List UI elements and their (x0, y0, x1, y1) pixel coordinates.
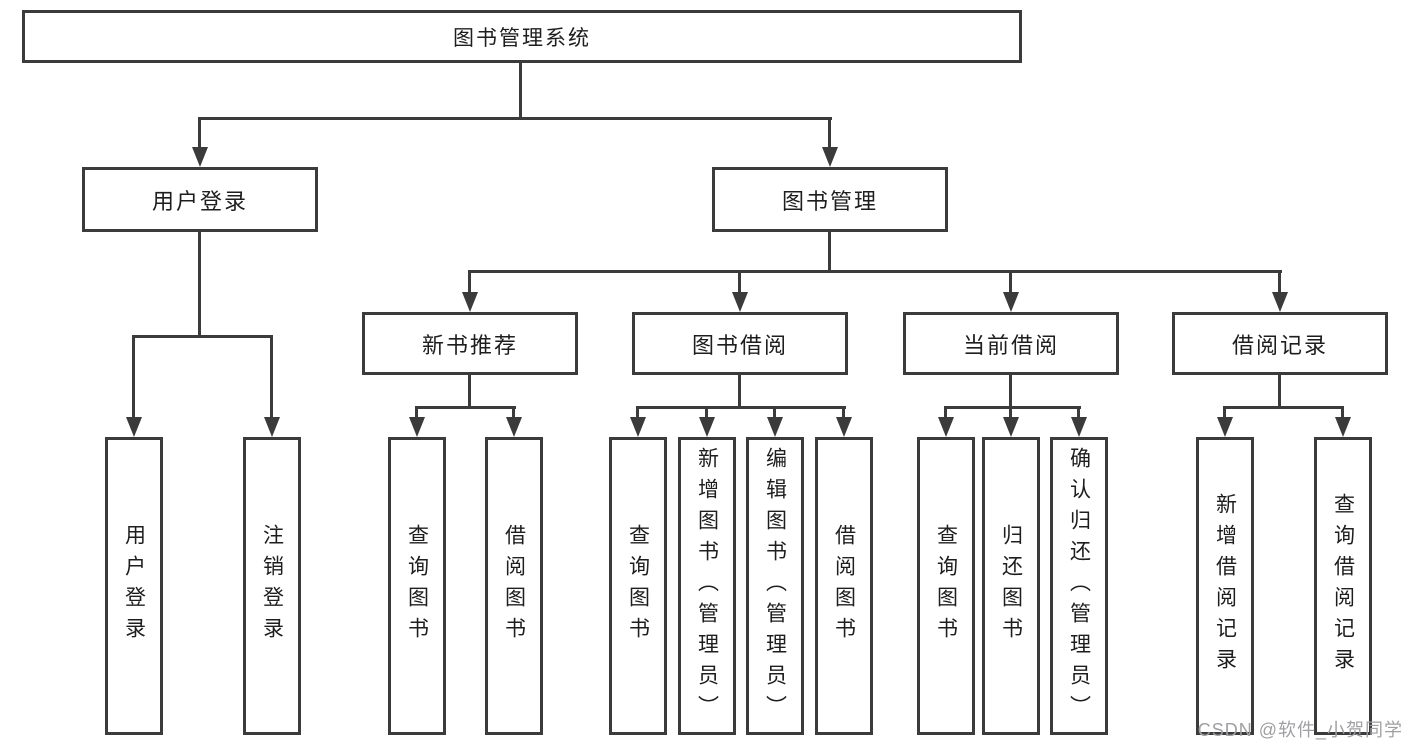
arrow-down (126, 417, 142, 437)
leaf-label: 查询借阅记录 (1331, 493, 1355, 679)
leaf-label: 查询图书 (405, 524, 429, 648)
connector-hline (944, 406, 1081, 409)
connector-stem (738, 375, 741, 408)
connector-stem (198, 232, 201, 338)
arrow-down (732, 292, 748, 312)
connector-stem (270, 335, 273, 419)
leaf-label: 新增借阅记录 (1213, 493, 1237, 679)
connector-stem (828, 232, 831, 272)
arrow-down (699, 417, 715, 437)
leaf-label: 借阅图书 (832, 524, 856, 648)
connector-stem (1278, 375, 1281, 408)
connector-root-hline (198, 117, 832, 120)
arrow-down (1217, 417, 1233, 437)
leaf-borrow-books-recommend: 借阅图书 (485, 437, 543, 735)
connector-stem (842, 406, 845, 421)
connector-hline (636, 406, 846, 409)
arrow-down (506, 417, 522, 437)
leaf-user-login: 用户登录 (105, 437, 163, 735)
node-user-login: 用户登录 (82, 167, 318, 232)
connector-hline (1223, 406, 1344, 409)
arrow-down (630, 417, 646, 437)
arrow-down (938, 417, 954, 437)
leaf-label: 注销登录 (260, 524, 284, 648)
leaf-query-books-borrow: 查询图书 (609, 437, 667, 735)
connector-stem (1223, 406, 1226, 421)
node-label: 当前借阅 (962, 332, 1059, 358)
leaf-label: 归还图书 (999, 524, 1023, 648)
connector-hline (468, 270, 1282, 273)
arrow-down (462, 292, 478, 312)
arrow-down (822, 147, 838, 167)
connector-stem (1278, 270, 1281, 296)
connector-stem (415, 406, 418, 421)
leaf-label: 借阅图书 (502, 524, 526, 648)
connector-stem (944, 406, 947, 421)
arrow-down (192, 147, 208, 167)
connector-stem (512, 406, 515, 421)
connector-root-stem (519, 62, 522, 120)
connector-stem (773, 406, 776, 421)
connector-hline (415, 406, 516, 409)
leaf-borrow-books: 借阅图书 (815, 437, 873, 735)
node-book-management: 图书管理 (712, 167, 948, 232)
leaf-query-borrow-record: 查询借阅记录 (1314, 437, 1372, 735)
node-label: 图书管理 (781, 188, 878, 214)
node-current-borrowing: 当前借阅 (903, 312, 1119, 375)
connector-stem (828, 117, 831, 151)
leaf-add-borrow-record: 新增借阅记录 (1196, 437, 1254, 735)
leaf-edit-books-admin: 编辑图书（管理员） (746, 437, 804, 735)
connector-stem (738, 270, 741, 296)
leaf-label: 用户登录 (122, 524, 146, 648)
node-label: 借阅记录 (1231, 332, 1328, 358)
leaf-query-books-current: 查询图书 (917, 437, 975, 735)
leaf-logout: 注销登录 (243, 437, 301, 735)
leaf-query-books-recommend: 查询图书 (388, 437, 446, 735)
arrow-down (767, 417, 783, 437)
leaf-label: 查询图书 (626, 524, 650, 648)
connector-hline (132, 335, 273, 338)
arrow-down (1071, 417, 1087, 437)
arrow-down (409, 417, 425, 437)
connector-stem (1341, 406, 1344, 421)
node-label: 图书管理系统 (453, 26, 591, 50)
node-book-management-system: 图书管理系统 (22, 10, 1022, 63)
connector-stem (1009, 375, 1012, 408)
leaf-label: 新增图书（管理员） (695, 446, 719, 726)
node-label: 用户登录 (151, 188, 248, 214)
arrow-down (1003, 417, 1019, 437)
node-label: 图书借阅 (691, 332, 788, 358)
arrow-down (836, 417, 852, 437)
leaf-label: 查询图书 (934, 524, 958, 648)
arrow-down (1272, 292, 1288, 312)
node-new-book-recommendation: 新书推荐 (362, 312, 578, 375)
leaf-add-books-admin: 新增图书（管理员） (678, 437, 736, 735)
leaf-label: 确认归还（管理员） (1067, 446, 1091, 726)
node-book-borrowing: 图书借阅 (632, 312, 848, 375)
leaf-confirm-return-admin: 确认归还（管理员） (1050, 437, 1108, 735)
arrow-down (1003, 292, 1019, 312)
arrow-down (264, 417, 280, 437)
node-borrowing-records: 借阅记录 (1172, 312, 1388, 375)
node-label: 新书推荐 (421, 332, 518, 358)
arrow-down (1335, 417, 1351, 437)
connector-stem (1009, 270, 1012, 296)
connector-stem (1009, 406, 1012, 421)
connector-stem (468, 270, 471, 296)
watermark-text: CSDN @软件_小贺同学 (1197, 720, 1403, 740)
leaf-label: 编辑图书（管理员） (763, 446, 787, 726)
connector-stem (198, 117, 201, 151)
connector-stem (132, 335, 135, 419)
connector-stem (705, 406, 708, 421)
leaf-return-books: 归还图书 (982, 437, 1040, 735)
connector-stem (1077, 406, 1080, 421)
connector-stem (468, 375, 471, 408)
connector-stem (636, 406, 639, 421)
